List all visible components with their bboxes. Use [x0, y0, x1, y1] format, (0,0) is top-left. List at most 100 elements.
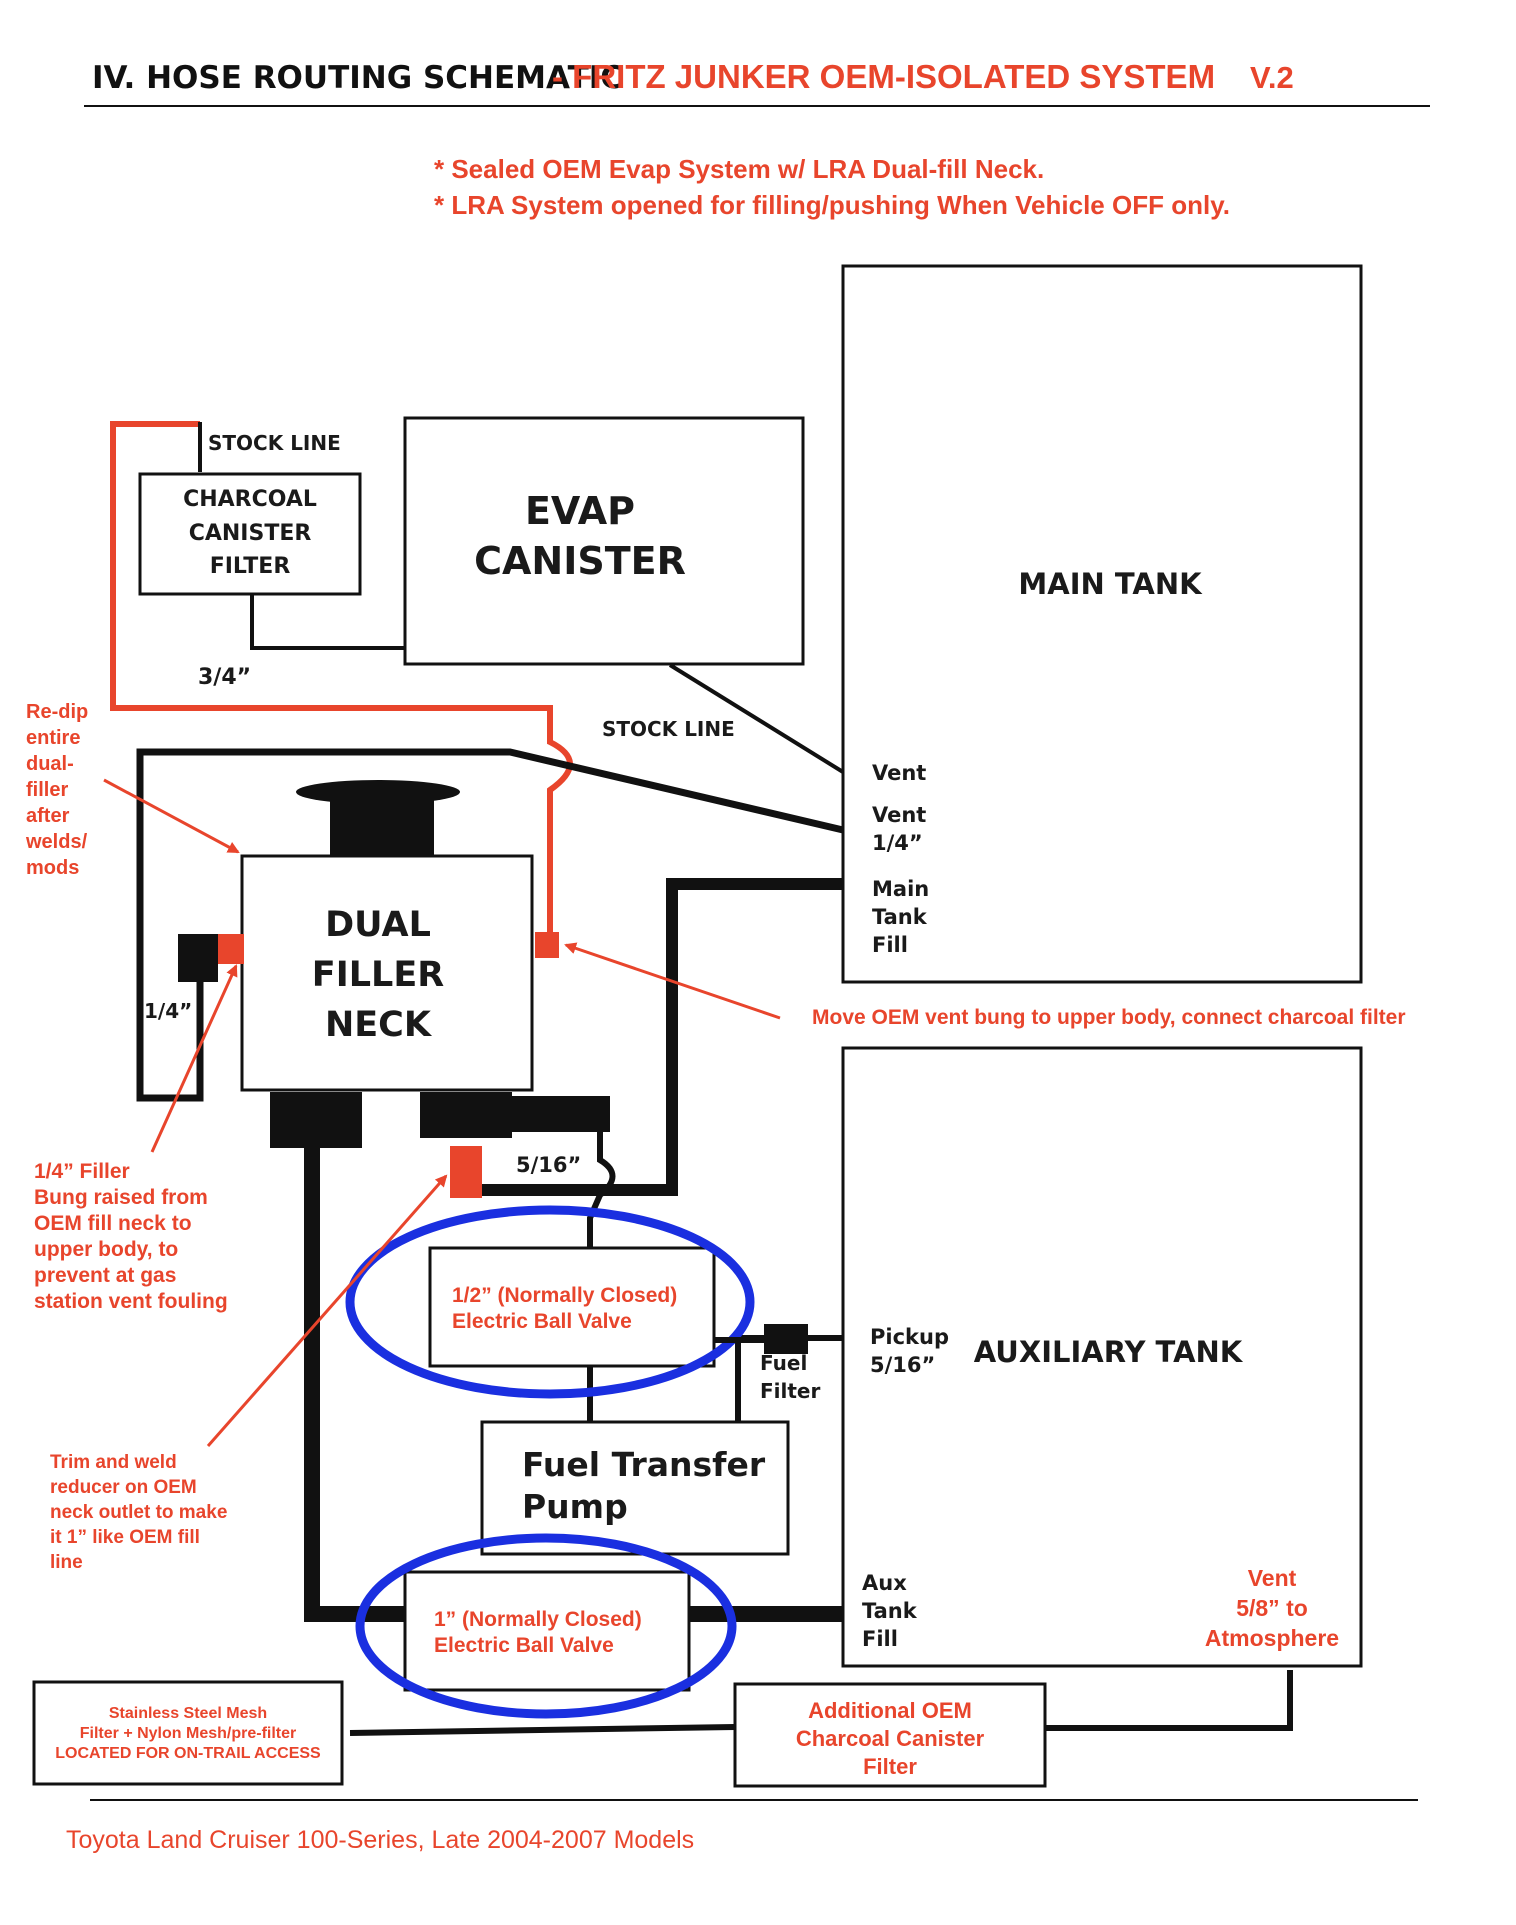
oem-charcoal-line-2: Charcoal Canister — [796, 1726, 985, 1751]
vent-label: Vent — [872, 761, 926, 785]
fuel-transfer-pump-box — [480, 1420, 790, 1556]
charcoal-filter-line-3: FILTER — [210, 554, 291, 579]
aux-fill-label-2: Tank — [862, 1599, 918, 1623]
pump-line-1: Fuel Transfer — [522, 1445, 766, 1484]
header-section: IV. HOSE ROUTING SCHEMATIC — [92, 60, 623, 96]
trim-weld-line-3: neck outlet to make — [50, 1502, 227, 1523]
dual-filler-neck-box — [240, 854, 534, 1092]
trim-weld-arrow — [206, 1174, 448, 1447]
neck-reducer-red — [450, 1146, 482, 1198]
main-tank-fill-hose — [480, 878, 843, 1196]
vent-atmosphere-line-1: Vent — [1248, 1565, 1297, 1591]
half-valve-box — [428, 1246, 716, 1368]
half-valve-line-2: Electric Ball Valve — [452, 1310, 632, 1333]
redip-line-2: entire — [26, 727, 80, 749]
one-inch-valve-line-1: 1” (Normally Closed) — [434, 1608, 642, 1631]
filler-bung-line-6: station vent fouling — [34, 1290, 228, 1313]
filler-bung-line-1: 1/4” Filler — [34, 1160, 130, 1183]
half-valve-line-1: 1/2” (Normally Closed) — [452, 1284, 677, 1307]
dual-filler-line-3: NECK — [325, 1005, 433, 1045]
highlight-ellipse — [345, 1205, 755, 1399]
neck-left-bung-red — [218, 934, 244, 964]
redip-line-6: welds/ — [25, 831, 88, 853]
redip-line-1: Re-dip — [26, 701, 88, 723]
vent-quarter-label-2: 1/4” — [872, 831, 923, 855]
oem-charcoal-line-1: Additional OEM — [808, 1698, 972, 1723]
neck-right-outlet-ext — [510, 1096, 610, 1132]
main-tank-box — [841, 264, 1363, 984]
subtitle-note-1: * Sealed OEM Evap System w/ LRA Dual-fil… — [434, 154, 1044, 184]
trim-weld-line-4: it 1” like OEM fill — [50, 1527, 200, 1548]
pickup-label-1: Pickup — [870, 1325, 949, 1349]
aux-vent-hose — [1045, 1670, 1293, 1731]
quarter-left-label: 1/4” — [144, 999, 192, 1023]
five-sixteenths-label: 5/16” — [516, 1153, 581, 1177]
vent-atmosphere-line-3: Atmosphere — [1205, 1625, 1339, 1651]
dual-filler-line-1: DUAL — [325, 905, 431, 945]
main-tank-fill-label-1: Main — [872, 877, 929, 901]
header-version: V.2 — [1250, 60, 1294, 95]
neck-vent-bung-red — [535, 932, 559, 958]
aux-fill-label-3: Fill — [862, 1627, 898, 1651]
filler-bung-line-4: upper body, to — [34, 1238, 178, 1261]
one-inch-valve-line-2: Electric Ball Valve — [434, 1634, 614, 1657]
fuel-filter-label-1: Fuel — [760, 1351, 807, 1375]
trim-weld-line-1: Trim and weld — [50, 1452, 177, 1473]
filler-bung-line-3: OEM fill neck to — [34, 1212, 192, 1235]
auxiliary-tank-box — [841, 1046, 1363, 1668]
fuel-filter-label-2: Filter — [760, 1379, 820, 1403]
red-vent-hose — [110, 421, 573, 940]
main-tank-fill-label-3: Fill — [872, 933, 908, 957]
oem-charcoal-filter-box — [733, 1682, 1047, 1788]
mesh-to-charcoal-hose — [349, 1724, 736, 1736]
aux-fill-label-1: Aux — [862, 1571, 907, 1595]
evap-canister-line-1: EVAP — [525, 489, 635, 533]
mesh-filter-line-1: Stainless Steel Mesh — [109, 1705, 267, 1722]
main-tank-fill-label-2: Tank — [872, 905, 928, 929]
dual-filler-line-2: FILLER — [312, 955, 444, 995]
redip-line-7: mods — [26, 857, 79, 879]
redip-line-3: dual- — [26, 753, 74, 775]
footer-caption: Toyota Land Cruiser 100-Series, Late 200… — [66, 1826, 694, 1854]
mesh-filter-line-3: LOCATED FOR ON-TRAIL ACCESS — [55, 1745, 321, 1762]
five-sixteenths-hose — [505, 1107, 616, 1248]
pickup-label-2: 5/16” — [870, 1353, 935, 1377]
move-vent-note: Move OEM vent bung to upper body, connec… — [812, 1006, 1406, 1029]
highlight-ellipse — [355, 1533, 737, 1719]
oem-charcoal-line-3: Filter — [863, 1754, 917, 1779]
stock-line-top-label: STOCK LINE — [208, 431, 341, 455]
charcoal-filter-line-2: CANISTER — [189, 521, 312, 546]
filler-bung-line-5: prevent at gas — [34, 1264, 176, 1287]
neck-left-outlet — [270, 1092, 362, 1148]
filler-bung-arrow — [150, 964, 238, 1153]
vent-atmosphere-line-2: 5/8” to — [1236, 1595, 1308, 1621]
neck-right-outlet — [420, 1092, 512, 1138]
mesh-filter-line-2: Filter + Nylon Mesh/pre-filter — [80, 1725, 296, 1742]
filler-bung-line-2: Bung raised from — [34, 1186, 208, 1209]
move-vent-arrow — [564, 942, 781, 1020]
stock-line-mid-label: STOCK LINE — [602, 717, 735, 741]
redip-arrow — [103, 778, 240, 854]
mesh-filter-box — [32, 1680, 344, 1786]
evap-canister-box — [403, 416, 805, 666]
trim-weld-line-2: reducer on OEM — [50, 1477, 197, 1498]
filler-cap-stem — [330, 796, 434, 856]
vent-quarter-label-1: Vent — [872, 803, 926, 827]
charcoal-filter-line-1: CHARCOAL — [183, 487, 317, 512]
redip-line-5: after — [26, 805, 70, 827]
one-inch-valve-box — [403, 1570, 691, 1692]
three-quarter-hose — [250, 594, 405, 650]
trim-weld-line-5: line — [50, 1552, 83, 1573]
stock-line-evap-hose — [668, 663, 845, 774]
three-quarter-label: 3/4” — [198, 665, 251, 690]
main-tank-label: MAIN TANK — [1018, 567, 1203, 601]
charcoal-filter-box — [138, 472, 362, 596]
auxiliary-tank-label: AUXILIARY TANK — [974, 1335, 1244, 1369]
subtitle-note-2: * LRA System opened for filling/pushing … — [434, 190, 1230, 220]
fuel-filter-block — [764, 1324, 808, 1354]
pump-line-2: Pump — [522, 1487, 628, 1526]
evap-canister-line-2: CANISTER — [474, 539, 686, 583]
redip-line-4: filler — [26, 779, 68, 801]
